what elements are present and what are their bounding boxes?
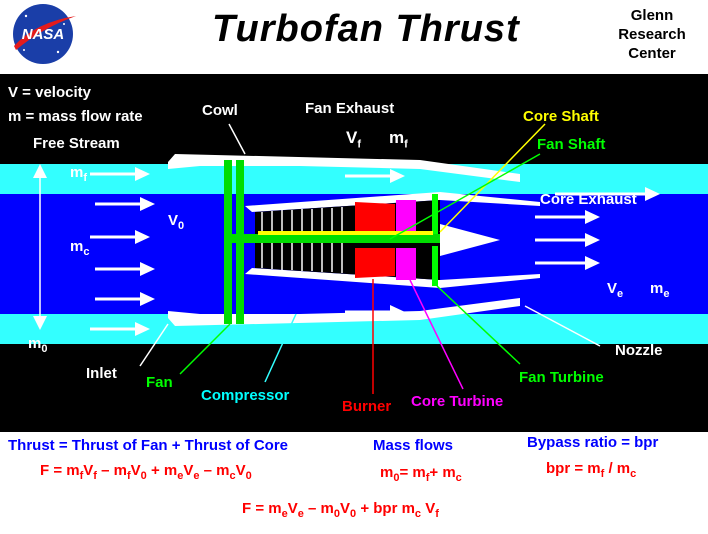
fan-shaft-label: Fan Shaft: [537, 136, 606, 153]
fan-exhaust-label: Fan Exhaust: [305, 100, 395, 117]
core-turbine-leader: [409, 279, 464, 390]
combined-thrust-equation: F = meVe – m0V0 + bpr mc Vf: [242, 500, 439, 520]
core-case-bottom: [245, 268, 540, 288]
burner-bottom: [355, 248, 395, 278]
inlet-leader: [139, 323, 169, 367]
bypass-ratio-equation: bpr = mf / mc: [546, 460, 637, 480]
mass-flows-heading: Mass flows: [373, 437, 454, 454]
burner-top: [355, 202, 395, 232]
flow-arrows: [90, 167, 660, 336]
exhaust-plug: [440, 224, 500, 256]
core-case-top: [245, 192, 540, 212]
free-stream-label: Free Stream: [33, 135, 120, 152]
bypass-ratio-heading: Bypass ratio = bpr: [527, 434, 659, 451]
mass-flow-equation: m0= mf+ mc: [380, 464, 462, 484]
fan-blade-1: [224, 160, 232, 324]
fan-velocity-symbol: Vf: [346, 128, 362, 151]
org-line-2: Research: [618, 26, 686, 43]
fan-turbine-label: Fan Turbine: [519, 369, 604, 386]
mass-flow-legend: m = mass flow rate: [8, 108, 143, 125]
fan-blade-2: [236, 160, 244, 324]
fan-turbine-leader: [436, 285, 521, 365]
fan-shaft-leader: [389, 153, 541, 240]
core-exhaust-label: Core Exhaust: [540, 191, 637, 208]
engine-schematic: [0, 123, 708, 394]
compressor-leader: [264, 313, 297, 383]
exit-massflow-symbol: me: [650, 280, 670, 300]
bypass-flow-top: [0, 164, 708, 194]
core-shaft-leader: [439, 123, 546, 233]
inlet-label: Inlet: [86, 365, 117, 382]
org-line-3: Center: [628, 45, 676, 62]
core-shaft: [258, 231, 433, 235]
fan-leader: [179, 323, 231, 375]
page-title: Turbofan Thrust: [212, 8, 520, 50]
thrust-equation: F = mfVf – mfV0 + meVe – mcV0: [40, 462, 252, 482]
org-line-1: Glenn: [630, 7, 674, 24]
compressor-label: Compressor: [201, 387, 290, 404]
core-inlet-massflow-symbol: mc: [70, 238, 90, 258]
burner-label: Burner: [342, 398, 392, 415]
fan-label: Fan: [146, 374, 173, 391]
free-stream-extent: [33, 164, 47, 330]
core-shaft-label: Core Shaft: [523, 108, 599, 125]
svg-text:NASA: NASA: [22, 26, 65, 43]
fan-inlet-massflow-symbol: mf: [70, 164, 88, 184]
org-name: Glenn Research Center: [606, 6, 698, 63]
nozzle-label: Nozzle: [615, 342, 663, 359]
nasa-logo: NASA: [6, 2, 80, 66]
total-massflow-symbol: m0: [28, 335, 48, 355]
cowl-leader: [228, 123, 246, 155]
fan-massflow-symbol: mf: [389, 128, 408, 151]
core-turbine-label: Core Turbine: [411, 393, 504, 410]
thrust-equation-words: Thrust = Thrust of Fan + Thrust of Core: [8, 437, 289, 454]
exit-velocity-symbol: Ve: [607, 280, 624, 300]
engine-diagram: [0, 74, 708, 432]
velocity-legend: V = velocity: [8, 84, 91, 101]
fan-turbine-bottom: [432, 246, 438, 286]
fan-shaft: [225, 234, 440, 243]
free-stream-velocity-symbol: V0: [168, 212, 185, 232]
cowl-label: Cowl: [202, 102, 238, 119]
core-turbine-bottom: [396, 248, 416, 280]
core-turbine-top: [396, 200, 416, 232]
nozzle-leader: [524, 305, 601, 347]
